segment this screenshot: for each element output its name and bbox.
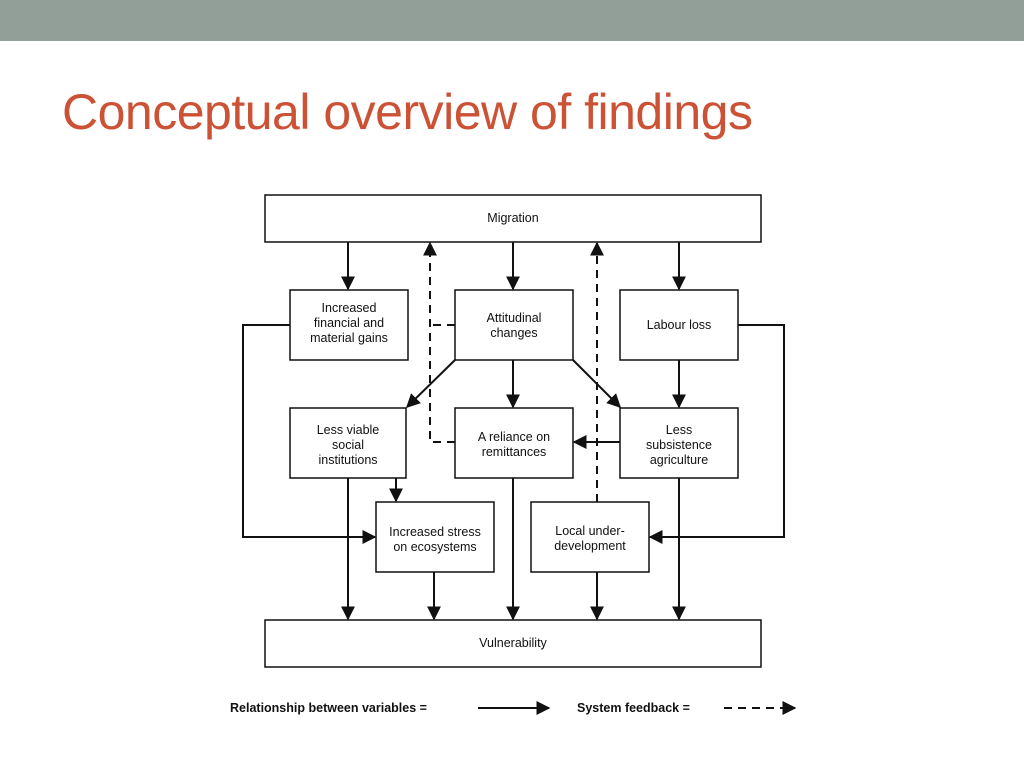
node-attitudinal-line-2: changes [490,326,537,340]
node-attitudinal-line-1: Attitudinal [487,311,542,325]
edge-attitudinal-social [405,359,456,408]
node-social-line-1: Less viable [317,423,380,437]
node-labour-loss: Labour loss [619,289,739,361]
edge-financial-stress [242,324,377,544]
edge-labour-underdev [648,324,785,544]
node-migration-label: Migration [487,211,538,225]
feedback-arrows [423,241,604,502]
node-labour-label: Labour loss [647,318,712,332]
node-financial-line-3: material gains [310,331,388,345]
node-remittances-line-2: remittances [482,445,547,459]
node-ecosystem-stress: Increased stress on ecosystems [375,501,495,573]
node-stress-line-1: Increased stress [389,525,481,539]
node-financial-gains: Increased financial and material gains [289,289,409,361]
node-attitudinal-changes: Attitudinal changes [454,289,574,361]
node-underdev-line-1: Local under- [555,524,625,538]
node-remittances-line-1: A reliance on [478,430,550,444]
node-subsistence-line-2: subsistence [646,438,712,452]
legend: Relationship between variables = System … [230,701,797,715]
slide-title: Conceptual overview of findings [62,84,753,140]
node-underdev-line-2: development [554,539,626,553]
node-financial-line-2: financial and [314,316,384,330]
legend-relationship-label: Relationship between variables = [230,701,427,715]
node-social-line-3: institutions [318,453,377,467]
node-subsistence-agriculture: Less subsistence agriculture [619,407,739,479]
relationship-arrows [242,242,785,621]
node-vulnerability-label: Vulnerability [479,636,547,650]
node-vulnerability: Vulnerability [264,619,762,668]
node-subsistence-line-1: Less [666,423,692,437]
node-stress-line-2: on ecosystems [393,540,476,554]
node-social-line-2: social [332,438,364,452]
top-band [0,0,1024,41]
node-financial-line-1: Increased [322,301,377,315]
node-local-underdevelopment: Local under- development [530,501,650,573]
feedback-remittances-migration [423,241,455,443]
legend-feedback-label: System feedback = [577,701,690,715]
node-migration: Migration [264,194,762,243]
node-social-institutions: Less viable social institutions [289,407,407,479]
node-remittances: A reliance on remittances [454,407,574,479]
node-subsistence-line-3: agriculture [650,453,708,467]
